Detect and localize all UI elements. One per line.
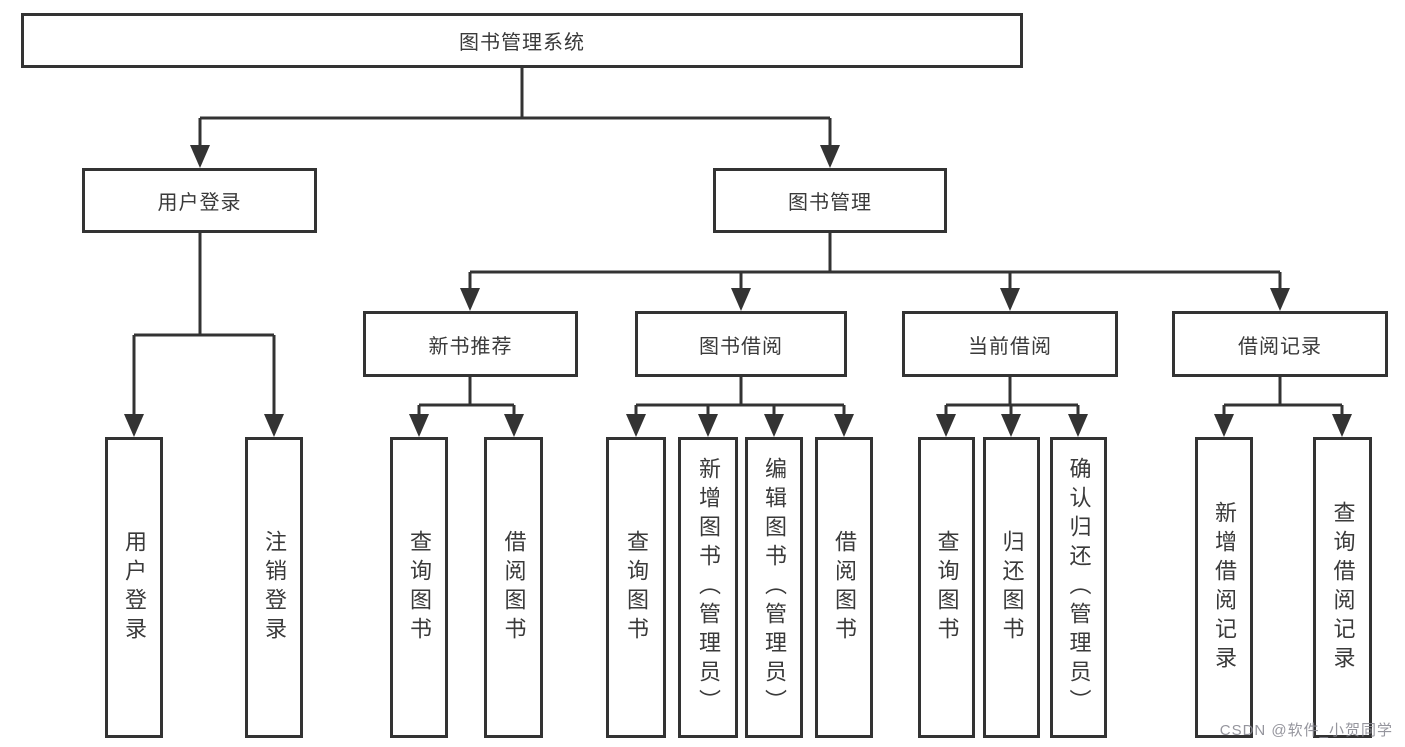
- node-leaf-user-login: 用户登录: [105, 437, 163, 738]
- node-library-system: 图书管理系统: [21, 13, 1023, 68]
- node-leaf-edit-books-admin: 编辑图书（管理员）: [745, 437, 803, 738]
- csdn-watermark: CSDN @软件_小贺同学: [1219, 722, 1393, 739]
- leaf-label: 查询图书: [624, 529, 649, 646]
- leaf-label: 用户登录: [122, 529, 147, 646]
- node-leaf-add-borrow-record: 新增借阅记录: [1195, 437, 1253, 738]
- node-book-management: 图书管理: [713, 168, 947, 233]
- leaf-label: 注销登录: [262, 529, 287, 646]
- node-book-borrowing: 图书借阅: [635, 311, 847, 377]
- leaf-label: 查询图书: [934, 529, 960, 646]
- node-user-login: 用户登录: [82, 168, 317, 233]
- node-current-borrowing: 当前借阅: [902, 311, 1118, 377]
- node-new-book-recommend: 新书推荐: [363, 311, 578, 377]
- node-borrow-records: 借阅记录: [1172, 311, 1388, 377]
- leaf-label: 借阅图书: [832, 529, 857, 646]
- node-leaf-borrow-books-recommend: 借阅图书: [484, 437, 543, 738]
- leaf-label: 编辑图书（管理员）: [762, 457, 787, 718]
- leaf-label: 新增图书（管理员）: [696, 457, 721, 718]
- node-leaf-query-borrow-record: 查询借阅记录: [1313, 437, 1372, 738]
- leaf-label: 归还图书: [999, 529, 1025, 646]
- leaf-label: 借阅图书: [501, 529, 527, 646]
- leaf-label: 新增借阅记录: [1212, 500, 1237, 675]
- node-leaf-query-books-current: 查询图书: [918, 437, 975, 738]
- arrowheads: [124, 145, 1352, 437]
- leaf-label: 确认归还（管理员）: [1066, 457, 1092, 718]
- node-leaf-logout: 注销登录: [245, 437, 303, 738]
- node-leaf-confirm-return-admin: 确认归还（管理员）: [1050, 437, 1107, 738]
- node-leaf-borrow-books: 借阅图书: [815, 437, 873, 738]
- node-leaf-query-books-recommend: 查询图书: [390, 437, 448, 738]
- leaf-label: 查询借阅记录: [1330, 500, 1356, 675]
- leaf-label: 查询图书: [407, 529, 432, 646]
- node-leaf-query-books-borrowing: 查询图书: [606, 437, 666, 738]
- node-leaf-add-books-admin: 新增图书（管理员）: [678, 437, 738, 738]
- node-leaf-return-books: 归还图书: [983, 437, 1040, 738]
